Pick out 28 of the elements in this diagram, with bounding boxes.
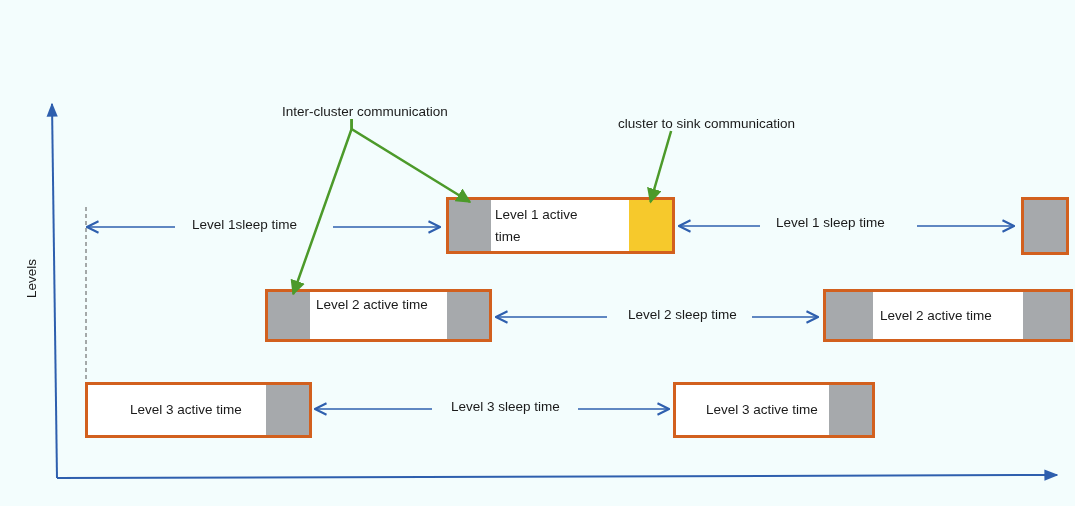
active-time-bar: [673, 382, 875, 438]
shaded-slot: [268, 292, 310, 339]
axis-title: Levels: [24, 257, 39, 300]
leader-line: [290, 119, 353, 296]
bar-label: Level 2 active time: [316, 296, 429, 314]
shaded-slot: [266, 385, 309, 435]
bar-label: Level 3 active time: [130, 401, 243, 419]
shaded-bar: [1021, 197, 1069, 255]
leader-line: [647, 130, 673, 204]
dimension-label: Level 1 sleep time: [774, 215, 887, 230]
dimension-label: Level 1sleep time: [190, 217, 300, 232]
active-time-bar: [823, 289, 1073, 342]
active-time-bar: [85, 382, 312, 438]
bar-label: Level 1 active time: [495, 206, 579, 246]
dimension-label: Level 3 sleep time: [449, 399, 562, 414]
shaded-slot: [826, 292, 873, 339]
shaded-slot: [1023, 292, 1070, 339]
shaded-slot: [629, 200, 672, 251]
dimension-label: Level 2 sleep time: [626, 307, 739, 322]
shaded-slot: [829, 385, 872, 435]
bar-label: Level 2 active time: [880, 307, 993, 325]
active-time-bar: [446, 197, 675, 254]
callout-text: Inter-cluster communication: [282, 104, 448, 119]
active-time-bar: [265, 289, 492, 342]
callout-text: cluster to sink communication: [618, 116, 796, 131]
shaded-slot: [449, 200, 491, 251]
bar-label: Level 3 active time: [706, 401, 819, 419]
shaded-slot: [447, 292, 489, 339]
